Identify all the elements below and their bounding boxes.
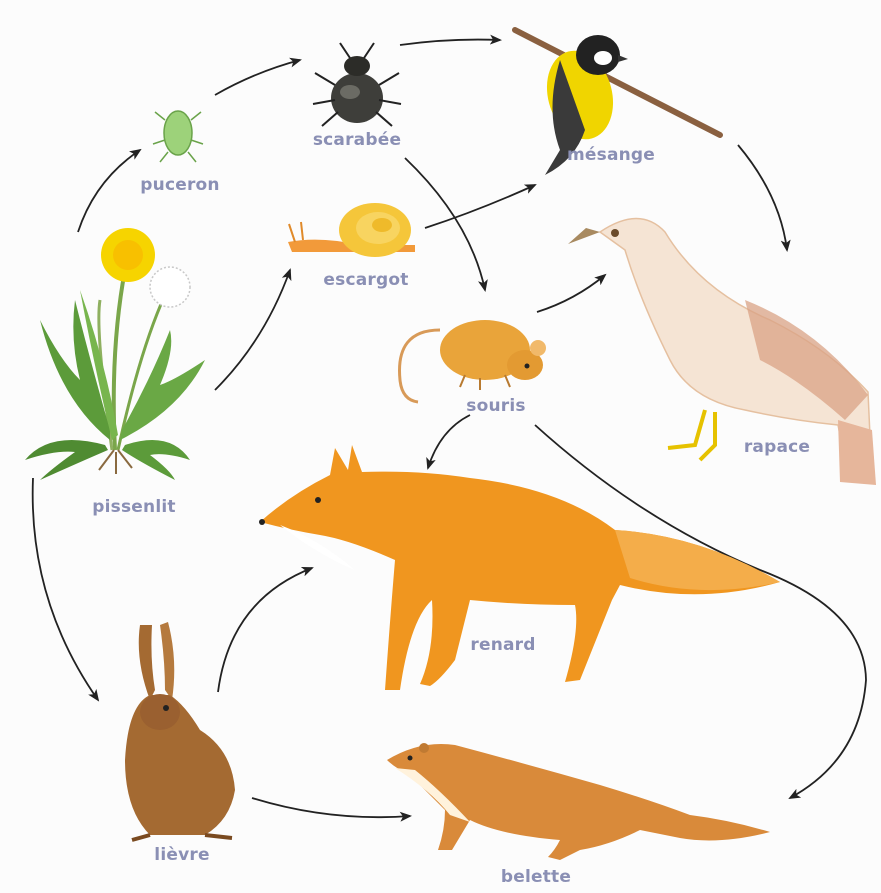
label-escargot: escargot xyxy=(323,270,408,290)
arrow-pissenlit-to-puceron xyxy=(78,150,140,232)
beetle-icon xyxy=(313,43,401,126)
arrow-mesange-to-rapace xyxy=(738,145,787,250)
arrow-lievre-to-belette xyxy=(252,798,410,817)
label-souris: souris xyxy=(466,396,525,416)
label-rapace: rapace xyxy=(744,437,810,457)
label-lievre: lièvre xyxy=(154,845,209,865)
mouse-icon xyxy=(400,320,547,402)
weasel-icon xyxy=(387,743,770,860)
aphid-icon xyxy=(153,111,203,162)
arrow-puceron-to-scarabee xyxy=(215,60,300,95)
label-mesange: mésange xyxy=(567,145,655,165)
dandelion-plant-icon xyxy=(25,228,205,480)
arrow-pissenlit-to-lievre xyxy=(33,478,98,700)
label-belette: belette xyxy=(501,867,571,887)
arrow-souris-to-rapace xyxy=(537,275,605,312)
snail-icon xyxy=(288,203,415,257)
label-renard: renard xyxy=(470,635,535,655)
label-pissenlit: pissenlit xyxy=(92,497,175,517)
arrow-souris-to-renard xyxy=(428,415,470,468)
bird-of-prey-icon xyxy=(568,219,876,486)
arrow-scarabee-to-mesange xyxy=(400,40,500,45)
arrow-escargot-to-mesange xyxy=(425,185,535,228)
label-puceron: puceron xyxy=(140,175,219,195)
hare-icon xyxy=(125,622,235,840)
label-scarabee: scarabée xyxy=(313,130,401,150)
arrow-lievre-to-renard xyxy=(218,568,312,692)
arrow-pissenlit-to-escargot xyxy=(215,270,290,390)
arrow-scarabee-to-souris xyxy=(405,158,485,290)
